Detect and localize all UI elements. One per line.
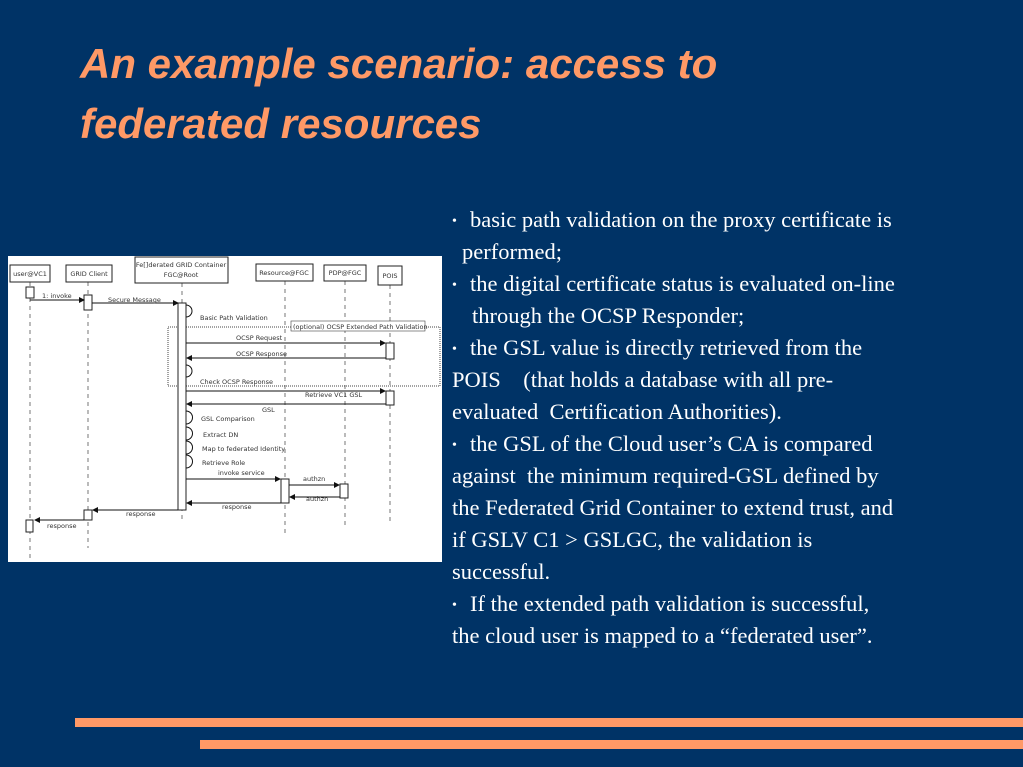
- bullet-text: performed;: [462, 239, 562, 264]
- msg-extract: Extract DN: [203, 431, 238, 439]
- bullet-text: the digital certificate status is evalua…: [470, 271, 895, 296]
- bullet-text: the cloud user is mapped to a “federated…: [452, 623, 873, 648]
- message-arrows: [30, 297, 386, 523]
- title-line: federated resources: [80, 100, 482, 147]
- bullet-item: • the GSL of the Cloud user’s CA is compa…: [452, 428, 895, 460]
- bullet-text: through the OCSP Responder;: [472, 303, 745, 328]
- bullet-text: the GSL value is directly retrieved from…: [470, 335, 863, 360]
- participant-boxes: [9, 256, 403, 286]
- bullet-text: the GSL of the Cloud user’s CA is compar…: [470, 431, 873, 456]
- bullet-item: • basic path validation on the proxy cert…: [452, 204, 895, 236]
- bullet-icon: •: [452, 213, 457, 229]
- bullet-icon: •: [452, 437, 457, 453]
- bullet-icon: •: [452, 597, 457, 613]
- msg-invoke: 1: invoke: [42, 292, 72, 300]
- participant-client: GRID Client: [70, 270, 108, 278]
- msg-authzn: authzn: [303, 475, 325, 483]
- sequence-diagram: user@VC1 GRID Client Fe[]derated GRID Co…: [8, 256, 442, 562]
- participant-pdp: PDP@FGC: [329, 269, 362, 277]
- bullet-text: If the extended path validation is succe…: [470, 591, 870, 616]
- title-line: An example scenario: access to: [80, 40, 718, 87]
- msg-gsl: GSL: [262, 406, 275, 414]
- slide-title: An example scenario: access to federated…: [80, 34, 717, 154]
- msg-response: response: [222, 503, 252, 511]
- optional-fragment-label-box: [290, 320, 426, 332]
- bullet-item: • the digital certificate status is evalu…: [452, 268, 895, 300]
- msg-ocsp-request: OCSP Request: [236, 334, 283, 342]
- participant-fgc: Fe[]derated GRID Container: [136, 261, 227, 269]
- bullet-item: • the GSL value is directly retrieved fro…: [452, 332, 895, 364]
- msg-invoke-service: invoke service: [218, 469, 265, 477]
- msg-map: Map to federated Identity: [202, 445, 285, 453]
- participant-fgc-root: FGC@Root: [164, 271, 199, 279]
- msg-response: response: [126, 510, 156, 518]
- participant-user: user@VC1: [13, 270, 47, 278]
- bullet-icon: •: [452, 277, 457, 293]
- participant-resource: Resource@FGC: [259, 269, 309, 277]
- bullet-item: • If the extended path validation is succ…: [452, 588, 895, 620]
- bullet-list: • basic path validation on the proxy cert…: [452, 204, 895, 652]
- msg-role: Retrieve Role: [202, 459, 245, 467]
- msg-response: response: [47, 522, 77, 530]
- bullet-text: basic path validation on the proxy certi…: [470, 207, 892, 232]
- msg-check: Check OCSP Response: [200, 378, 273, 386]
- optional-fragment-label: (optional) OCSP Extended Path Validation: [293, 323, 428, 331]
- msg-ocsp-response: OCSP Response: [236, 350, 287, 358]
- bullet-icon: •: [452, 341, 457, 357]
- activation-bars: [25, 286, 395, 533]
- bullet-text: if GSLV C1 > GSLGC, the validation is: [452, 527, 813, 552]
- self-call-loops: [185, 304, 193, 469]
- msg-secure: Secure Message: [108, 296, 161, 304]
- bullet-text: against the minimum required-GSL defined…: [452, 463, 879, 488]
- msg-authzn-return: authzn: [306, 495, 328, 503]
- bullet-text: POIS (that holds a database with all pre…: [452, 367, 834, 392]
- decorative-bar: [200, 740, 1023, 749]
- msg-comparison: GSL Comparison: [201, 415, 255, 423]
- bullet-text: evaluated Certification Authorities).: [452, 399, 782, 424]
- sequence-diagram-svg: user@VC1 GRID Client Fe[]derated GRID Co…: [9, 256, 441, 560]
- participant-pois: POIS: [382, 272, 397, 280]
- bullet-text: successful.: [452, 559, 551, 584]
- decorative-bar: [75, 718, 1023, 727]
- msg-basic: Basic Path Validation: [200, 314, 268, 322]
- bullet-text: the Federated Grid Container to extend t…: [452, 495, 894, 520]
- msg-retrieve: Retrieve VC1 GSL: [305, 391, 363, 399]
